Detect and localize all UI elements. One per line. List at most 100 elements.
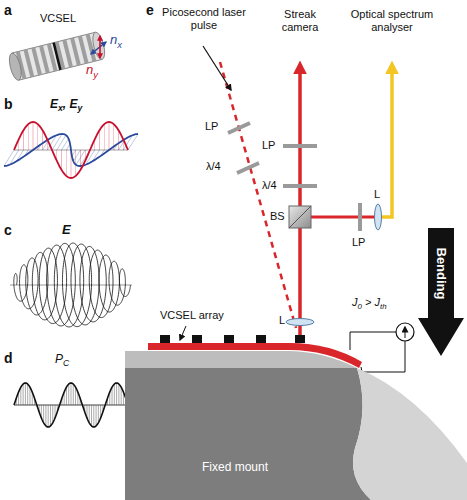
text-part: e bbox=[146, 2, 154, 18]
wave-hatch bbox=[33, 122, 34, 150]
component-label: LP bbox=[262, 139, 275, 152]
fixed-mount: Fixed mount bbox=[125, 368, 467, 500]
wave-hatch bbox=[42, 130, 43, 150]
wave-hatch bbox=[50, 405, 51, 426]
wave-hatch bbox=[121, 387, 122, 405]
wave-hatch bbox=[91, 405, 92, 426]
index-arrow-x bbox=[91, 42, 106, 54]
current-arrow bbox=[405, 327, 406, 338]
text-part: BS bbox=[270, 210, 285, 222]
subscript-part: 0 bbox=[358, 302, 362, 311]
text-part: E bbox=[62, 222, 71, 237]
wave-hatch bbox=[27, 384, 28, 405]
wave-hatch bbox=[66, 387, 67, 405]
panel-letter: b bbox=[4, 96, 13, 113]
vcsel-array-bar bbox=[148, 343, 362, 368]
wave-hatch bbox=[96, 405, 97, 426]
subscript-part: x bbox=[58, 103, 63, 113]
wave-hatch bbox=[104, 124, 105, 150]
text-part: LP bbox=[352, 236, 365, 248]
wire bbox=[361, 341, 405, 372]
wave-hatch bbox=[71, 383, 72, 405]
index-label: nx bbox=[110, 32, 122, 51]
text-part: n bbox=[86, 62, 93, 77]
component-label: BS bbox=[270, 210, 285, 223]
text-part: L bbox=[279, 314, 285, 326]
vcsel-element bbox=[224, 335, 234, 343]
node-text: Fixed mount bbox=[202, 460, 268, 474]
component-label: LP bbox=[352, 236, 365, 249]
red-beam bbox=[298, 66, 302, 343]
cylinder-body bbox=[12, 32, 102, 80]
vcsel-cylinder bbox=[7, 31, 107, 81]
vcsel-element bbox=[160, 335, 170, 343]
wave-hatch bbox=[73, 384, 74, 405]
wave-hatch bbox=[43, 405, 44, 423]
wave-hatch bbox=[57, 135, 66, 150]
wave-hatch bbox=[109, 122, 110, 150]
field-helix-path bbox=[14, 243, 131, 327]
panel-letter: a bbox=[4, 2, 12, 19]
part-label: VCSEL array bbox=[160, 309, 224, 322]
pointer-line bbox=[180, 326, 186, 340]
waveplate bbox=[237, 163, 259, 173]
wave-hatch bbox=[23, 130, 24, 150]
panel-letter: d bbox=[4, 350, 13, 367]
wave-hatch bbox=[118, 384, 119, 405]
wave-hatch bbox=[61, 150, 62, 170]
wave-hatch bbox=[23, 384, 24, 405]
bending-arrow: Bending bbox=[418, 228, 464, 356]
text-part: c bbox=[4, 222, 12, 238]
waveplate bbox=[283, 184, 317, 188]
text-part: LP bbox=[262, 139, 275, 151]
field-label: Ex, Ey bbox=[50, 97, 82, 114]
mount-body bbox=[125, 368, 371, 500]
field-label: E bbox=[62, 222, 71, 238]
wave-hatch bbox=[25, 383, 26, 405]
wave-ex bbox=[14, 122, 128, 178]
index-label: ny bbox=[86, 62, 98, 81]
wave-hatch bbox=[20, 387, 21, 405]
current-label: J0 > Jth bbox=[352, 296, 387, 312]
current-source bbox=[396, 323, 414, 341]
subscript-part: y bbox=[93, 70, 98, 80]
wave-hatch bbox=[45, 405, 46, 426]
detector-label: Streak camera bbox=[268, 8, 332, 34]
wave-hatch bbox=[99, 130, 100, 150]
part-label: VCSEL bbox=[40, 12, 76, 25]
lens bbox=[375, 204, 382, 230]
text-part: P bbox=[55, 352, 63, 366]
text-part: VCSEL array bbox=[160, 309, 224, 321]
arrow-shape bbox=[418, 228, 464, 356]
index-arrow-y bbox=[99, 36, 101, 58]
wave-hatch bbox=[112, 387, 113, 405]
source-label: Picosecond laser pulse bbox=[158, 6, 250, 32]
pulse-beam bbox=[220, 62, 296, 328]
text-part: λ/4 bbox=[206, 160, 221, 172]
pointer-line bbox=[203, 46, 231, 90]
wave-hatch bbox=[66, 150, 67, 176]
text-part: n bbox=[110, 32, 117, 47]
component-label: λ/4 bbox=[206, 160, 221, 173]
pc-wave bbox=[14, 383, 128, 427]
wave-hatch bbox=[89, 405, 90, 423]
cylinder-cap bbox=[91, 31, 107, 61]
subscript-part: th bbox=[380, 302, 387, 311]
text-part: L bbox=[374, 188, 380, 200]
field-label: PC bbox=[55, 352, 69, 369]
detector-label: Optical spectrum analyser bbox=[342, 8, 442, 34]
bending-plate bbox=[353, 368, 467, 500]
wave-hatch bbox=[116, 383, 117, 405]
text-part: Streak camera bbox=[282, 8, 319, 33]
wire bbox=[350, 332, 396, 350]
wave-ey bbox=[4, 134, 138, 166]
component-label: L bbox=[279, 314, 285, 327]
text-part: b bbox=[4, 96, 13, 112]
text-part: λ/4 bbox=[262, 179, 277, 191]
subscript-part: x bbox=[117, 40, 122, 50]
red-beam bbox=[300, 216, 380, 219]
polarizer-plate bbox=[358, 203, 362, 231]
panel-letter: e bbox=[146, 2, 154, 19]
text-part: J bbox=[352, 296, 358, 308]
